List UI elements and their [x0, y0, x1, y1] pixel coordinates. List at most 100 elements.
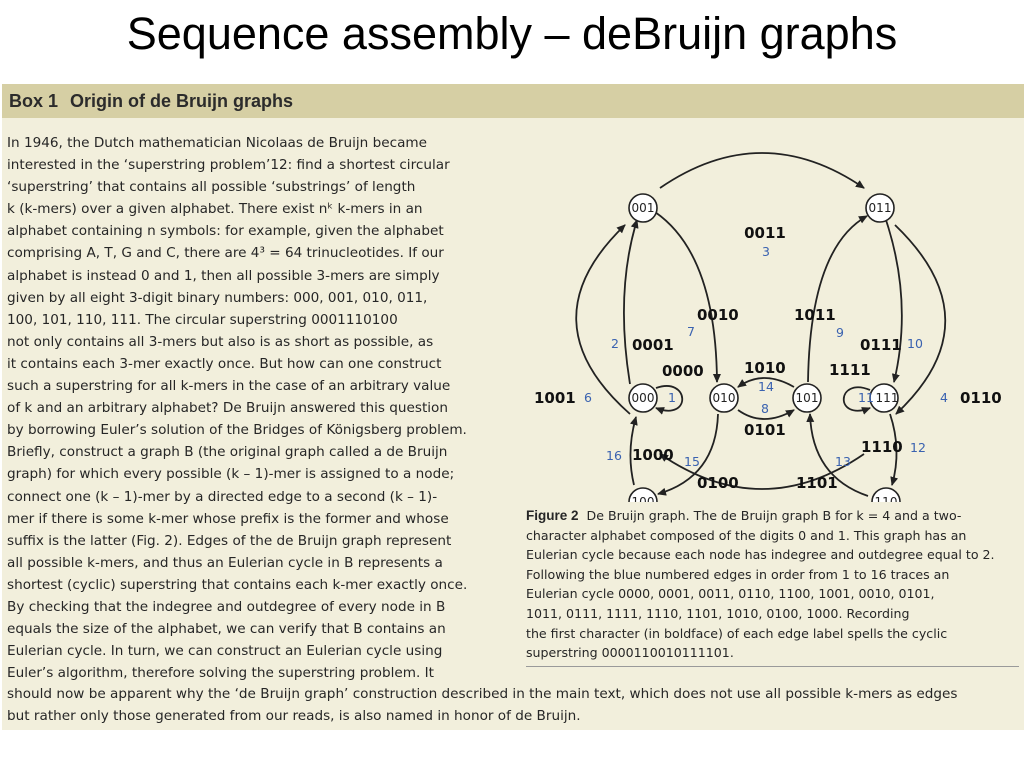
node-010: 010: [709, 383, 739, 413]
edge-label: 0001: [632, 336, 674, 354]
body-line: Eulerian cycle. In turn, we can construc…: [7, 643, 443, 660]
caption-line: Figure 2 De Bruijn graph. The de Bruijn …: [526, 506, 1021, 526]
edge-order: 3: [762, 244, 770, 259]
node-label: 010: [713, 391, 736, 405]
edge-1110: [889, 413, 899, 486]
slide-title: Sequence assembly – deBruijn graphs: [126, 8, 898, 59]
edge-order: 15: [684, 454, 700, 469]
box-panel: Box 1 Origin of de Bruijn graphs In 1946,…: [2, 84, 1024, 730]
body-line: suffix is the latter (Fig. 2). Edges of …: [7, 532, 452, 549]
node-000: 000: [628, 383, 658, 413]
node-111: 111: [869, 383, 899, 413]
bottom-text: should now be apparent why the ‘de Bruij…: [7, 683, 1021, 727]
body-line: interested in the ‘superstring problem’1…: [7, 157, 450, 174]
body-line: by borrowing Euler’s solution of the Bri…: [7, 422, 467, 439]
node-label: 110: [875, 495, 898, 502]
body-text: In 1946, the Dutch mathematician Nicolaa…: [7, 132, 522, 684]
edge-label: 0110: [960, 389, 1002, 407]
edge-order: 1: [668, 390, 676, 405]
node-001: 001: [628, 193, 658, 223]
figure-label: Figure 2: [526, 508, 579, 523]
box-number: Box 1: [9, 91, 59, 111]
caption-line: Eulerian cycle 0000, 0001, 0011, 0110, 1…: [526, 586, 935, 602]
body-line: alphabet containing n symbols: for examp…: [7, 223, 444, 240]
edge-1100: [659, 453, 865, 490]
edge-1101: [806, 413, 869, 497]
body-line: graph) for which every possible (k – 1)-…: [7, 466, 455, 483]
edge-label: 0111: [860, 336, 902, 354]
caption-line: character alphabet composed of the digit…: [526, 527, 967, 543]
node-110: 110: [871, 487, 901, 502]
edge-label: 1000: [632, 446, 674, 464]
node-label: 001: [632, 201, 655, 215]
node-101: 101: [792, 383, 822, 413]
edge-1011: [807, 215, 868, 383]
edge-order: 11: [858, 390, 874, 405]
edge-0100: [657, 413, 719, 496]
body-line: ‘superstring’ that contains all possible…: [7, 179, 416, 196]
node-100: 100: [628, 487, 658, 502]
edge-1001: [575, 224, 631, 415]
edge-label: 1011: [794, 306, 836, 324]
edge-1111: [842, 386, 871, 415]
body-line: such a superstring for all k-mers in the…: [7, 378, 451, 395]
body-line: not only contains all 3-mers but also is…: [7, 333, 434, 350]
caption-line: 1011, 0111, 1111, 1110, 1101, 1010, 0100…: [526, 605, 910, 621]
edge-0110: [894, 224, 947, 415]
node-label: 000: [632, 391, 655, 405]
edge-0010: [654, 211, 721, 383]
node-label: 100: [632, 495, 655, 502]
caption-line: Eulerian cycle because each node has ind…: [526, 547, 995, 563]
body-line: 100, 101, 110, 111. The circular superst…: [7, 311, 398, 328]
edge-0111: [885, 219, 903, 383]
body-line: it contains each 3-mer exactly once. But…: [7, 355, 442, 372]
box-title: Origin of de Bruijn graphs: [70, 91, 294, 111]
edge-label: 0101: [744, 421, 786, 439]
edge-order: 6: [584, 390, 592, 405]
body-line: should now be apparent why the ‘de Bruij…: [7, 686, 958, 702]
edge-label: 1001: [534, 389, 576, 407]
edge-0000: [655, 385, 684, 415]
body-line: but rather only those generated from our…: [7, 708, 581, 725]
caption-text: De Bruijn graph. The de Bruijn graph B f…: [586, 508, 962, 523]
edge-order: 9: [836, 325, 844, 340]
body-line: mer if there is some k-mer whose prefix …: [7, 510, 449, 527]
edge-label: 0010: [697, 306, 739, 324]
caption-line: superstring 0000110010111101.: [526, 645, 734, 661]
node-label: 111: [876, 391, 899, 405]
edge-label: 0100: [697, 474, 739, 492]
body-line: connect one (k – 1)-mer by a directed ed…: [7, 488, 438, 505]
body-line: comprising A, T, G and C, there are 4³ =…: [7, 245, 444, 262]
edge-order: 16: [606, 448, 622, 463]
box-header: Box 1 Origin of de Bruijn graphs: [2, 84, 1024, 118]
node-label: 011: [869, 201, 892, 215]
body-line: of k and an arbitrary alphabet? De Bruij…: [7, 400, 448, 417]
body-line: By checking that the indegree and outdeg…: [7, 598, 446, 615]
edge-label: 1110: [861, 438, 903, 456]
edge-order: 10: [907, 336, 923, 351]
edge-order: 2: [611, 336, 619, 351]
body-line: alphabet is instead 0 and 1, then all po…: [7, 267, 440, 284]
body-line: In 1946, the Dutch mathematician Nicolaa…: [7, 135, 428, 151]
edge-order: 7: [687, 324, 695, 339]
edge-1010: [737, 377, 795, 388]
body-line: given by all eight 3-digit binary number…: [7, 289, 428, 306]
edge-order: 4: [940, 390, 948, 405]
body-line: all possible k-mers, and thus an Euleria…: [7, 554, 443, 571]
de-bruijn-graph: 001 011 000 010 101 111 100 110 0011 3 0…: [534, 152, 1002, 502]
body-line: equals the size of the alphabet, we can …: [7, 621, 446, 638]
caption-line: the first character (in boldface) of eac…: [526, 625, 948, 641]
edge-label: 1010: [744, 359, 786, 377]
figure-caption: Figure 2 De Bruijn graph. The de Bruijn …: [526, 506, 1021, 663]
edge-order: 14: [758, 379, 774, 394]
edge-order: 12: [910, 440, 926, 455]
edge-label: 0011: [744, 224, 786, 242]
edge-0101: [737, 409, 795, 420]
node-011: 011: [865, 193, 895, 223]
node-label: 101: [796, 391, 819, 405]
edge-1000: [629, 416, 638, 486]
body-line: shortest (cyclic) superstring that conta…: [7, 576, 468, 593]
body-line: k (k-mers) over a given alphabet. There …: [7, 201, 423, 218]
edge-label: 0000: [662, 362, 704, 380]
edge-label: 1101: [796, 474, 838, 492]
